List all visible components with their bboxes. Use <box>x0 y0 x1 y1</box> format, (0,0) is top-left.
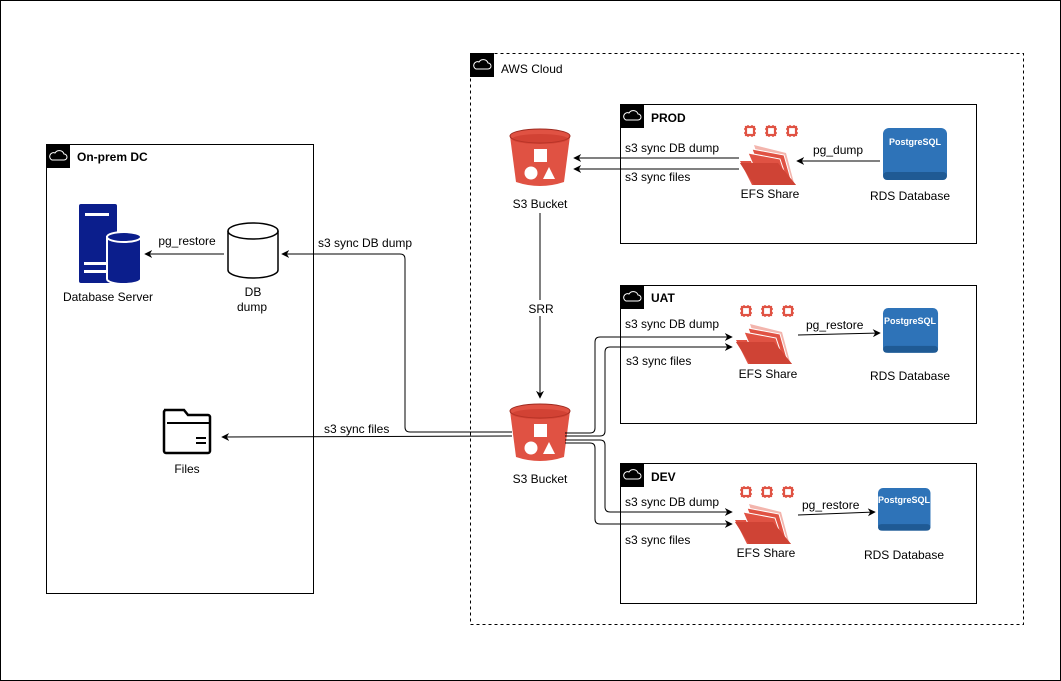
s3-bucket-bottom-label: S3 Bucket <box>513 472 568 486</box>
files-edge-label: s3 sync files <box>625 533 690 547</box>
cloud-icon <box>619 103 645 129</box>
uat-db-dump-edge <box>565 333 733 434</box>
files-edge-label: s3 sync files <box>626 354 691 368</box>
rds-engine: PostgreSQL <box>889 137 942 147</box>
db-edge-label: s3 sync DB dump <box>625 317 719 331</box>
onprem-group: On-prem DC Database Server DB dump pg_re… <box>45 143 314 594</box>
onprem-files-edge <box>221 432 513 441</box>
uat-files-edge <box>565 343 733 437</box>
rds-engine: PostgreSQL <box>878 495 931 505</box>
env-title: DEV <box>651 470 676 484</box>
pg-edge-label: pg_restore <box>806 318 864 332</box>
rds-label: RDS Database <box>864 548 944 562</box>
db-edge-label: s3 sync DB dump <box>625 141 719 155</box>
cloud-icon <box>619 462 645 488</box>
rds-postgres-dev[interactable]: PostgreSQL <box>878 488 931 531</box>
pg-edge-label: pg_dump <box>813 143 863 157</box>
cloud-icon <box>469 52 495 78</box>
s3-bucket-icon[interactable] <box>509 403 571 462</box>
onprem-title: On-prem DC <box>77 150 148 164</box>
db-edge-label: s3 sync DB dump <box>625 495 719 509</box>
files-edge-label: s3 sync files <box>625 170 690 184</box>
dev-files-edge <box>565 442 733 528</box>
database-server-icon[interactable] <box>79 204 142 285</box>
pg-restore-edge <box>797 508 876 517</box>
onprem-db-dump-edge <box>281 250 512 433</box>
cloud-icon <box>45 143 71 169</box>
onprem-db-edge-label: s3 sync DB dump <box>318 236 412 250</box>
db-dump-label-2: dump <box>237 300 267 314</box>
dev-db-dump-edge <box>565 439 733 516</box>
env-title: UAT <box>651 291 675 305</box>
aws-cloud-group: AWS Cloud <box>469 52 1024 625</box>
db-dump-label-1: DB <box>245 285 262 299</box>
s3-bucket-icon[interactable] <box>509 128 571 187</box>
pg-restore-label: pg_restore <box>158 234 216 248</box>
onprem-files-edge-label: s3 sync files <box>324 422 389 436</box>
env-dev: DEV <box>619 462 977 604</box>
rds-postgres-uat[interactable]: PostgreSQL <box>883 308 939 353</box>
rds-label: RDS Database <box>870 189 950 203</box>
rds-label: RDS Database <box>870 369 950 383</box>
db-dump-cylinder-icon[interactable] <box>227 222 279 279</box>
efs-label: EFS Share <box>737 546 796 560</box>
database-server-label: Database Server <box>63 290 153 304</box>
rds-postgres-prod[interactable]: PostgreSQL <box>883 128 947 180</box>
rds-engine: PostgreSQL <box>884 316 937 326</box>
pg-edge-label: pg_restore <box>802 498 860 512</box>
files-label: Files <box>174 462 199 476</box>
folder-icon[interactable] <box>162 408 212 455</box>
pg-restore-edge <box>797 329 881 338</box>
s3-bucket-top-label: S3 Bucket <box>513 197 568 211</box>
efs-label: EFS Share <box>741 187 800 201</box>
efs-label: EFS Share <box>739 367 798 381</box>
cloud-icon <box>619 284 645 310</box>
srr-label: SRR <box>528 302 554 316</box>
aws-cloud-title: AWS Cloud <box>501 62 563 76</box>
env-title: PROD <box>651 111 686 125</box>
